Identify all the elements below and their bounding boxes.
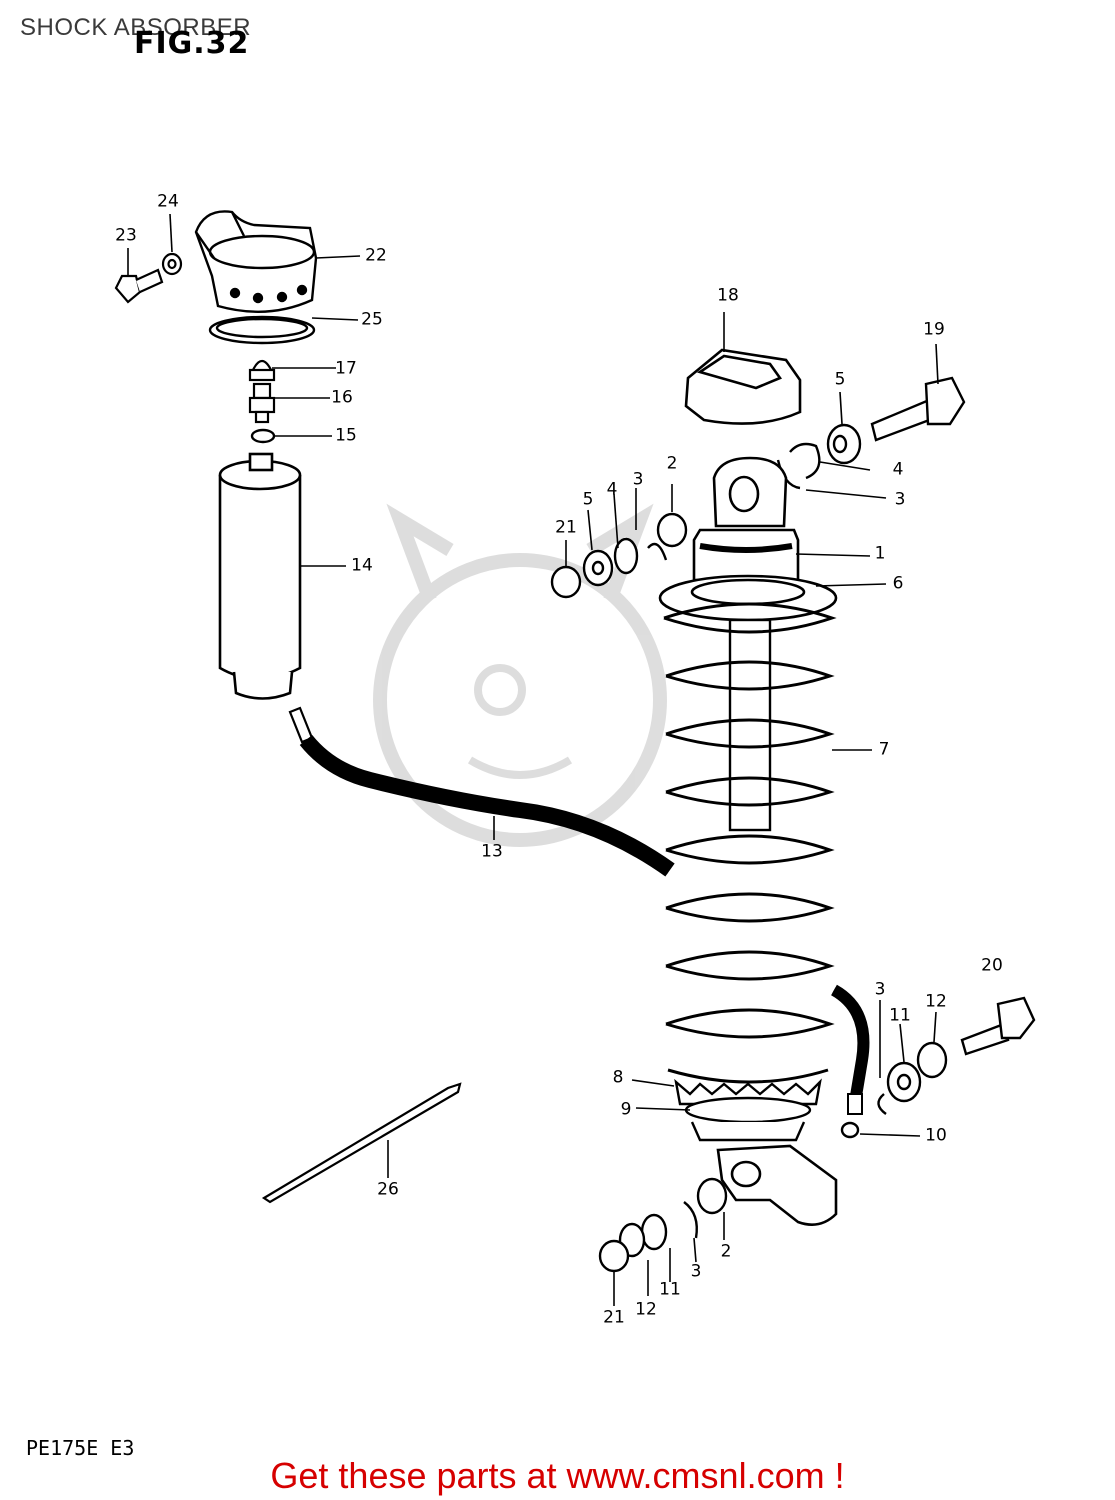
callout-3: 3 [632,469,644,490]
reservoir-14 [218,452,302,700]
callout-25: 25 [361,309,383,330]
dust-cover-18 [684,348,802,425]
cmsnl-link[interactable]: Get these parts at www.cmsnl.com ! [270,1455,845,1496]
hose-end [830,984,870,1115]
callout-21: 21 [555,517,577,538]
callout-11: 11 [659,1279,681,1300]
callout-18: 18 [717,285,739,306]
bolt-20 [960,996,1036,1056]
callout-26: 26 [377,1179,399,1200]
lower-washers-right [840,1041,948,1139]
callout-4: 4 [892,459,904,480]
callout-15: 15 [335,425,357,446]
shock-body-1 [692,456,800,582]
bolt-19 [870,376,966,442]
watermark-logo [373,503,667,847]
hose-13 [288,706,675,877]
damper-rod [728,618,772,832]
callout-4: 4 [606,479,618,500]
bolt-23 [114,268,164,304]
callout-3: 3 [874,979,886,1000]
callout-19: 19 [923,319,945,340]
spring-7 [663,602,837,1084]
callout-13: 13 [481,841,503,862]
callout-10: 10 [925,1125,947,1146]
washer-24 [161,252,183,276]
reservoir-clamp-22 [194,210,318,313]
callout-14: 14 [351,555,373,576]
spring-seat-8-9 [674,1078,822,1142]
valve-cap-17 [248,359,276,382]
callout-16: 16 [331,387,353,408]
callout-3: 3 [690,1261,702,1282]
callout-17: 17 [335,358,357,379]
cable-tie-26 [261,1082,462,1204]
callout-20: 20 [981,955,1003,976]
leader-lines [127,213,939,1306]
upper-mount-washers [550,512,688,599]
callout-3: 3 [894,489,906,510]
callout-1: 1 [874,543,886,564]
callout-5: 5 [582,489,594,510]
callout-23: 23 [115,225,137,246]
lower-eye [716,1144,838,1226]
callout-21: 21 [603,1307,625,1328]
o-ring-15 [250,428,276,444]
callout-5: 5 [834,369,846,390]
valve-16 [248,382,276,424]
lower-washers-left [598,1177,728,1273]
callout-12: 12 [635,1299,657,1320]
callout-2: 2 [720,1241,732,1262]
callout-8: 8 [612,1067,624,1088]
callout-6: 6 [892,573,904,594]
collar-5 [826,423,862,465]
callout-9: 9 [620,1099,632,1120]
callout-24: 24 [157,191,179,212]
model-code: PE175E E3 [26,1436,135,1460]
figure-number: FIG.32 [134,26,250,61]
callout-7: 7 [878,739,890,760]
spring-seat-6 [658,574,838,622]
callout-2: 2 [666,453,678,474]
page-title: SHOCK ABSORBER [20,14,252,41]
o-ring-25 [208,315,316,345]
callout-22: 22 [365,245,387,266]
callout-11: 11 [889,1005,911,1026]
callout-12: 12 [925,991,947,1012]
